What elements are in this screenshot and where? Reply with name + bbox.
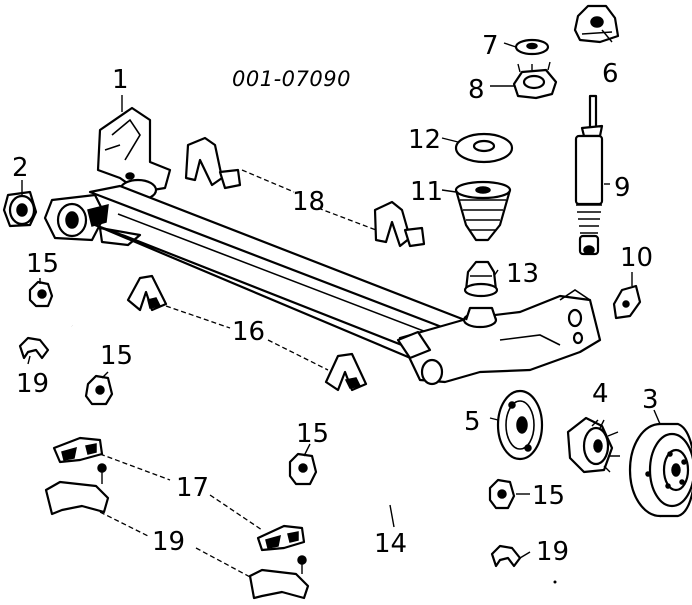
bracket-part-17 — [52, 436, 306, 552]
callout-19-b: 19 — [152, 527, 185, 557]
speck — [553, 580, 557, 584]
bump-stop-part-18 — [184, 136, 426, 248]
callout-4: 4 — [592, 379, 609, 409]
stabilizer-bushing-part-15 — [28, 280, 516, 510]
callout-17: 17 — [176, 473, 209, 503]
bracket-part-10 — [612, 284, 642, 320]
rear-axle-beam — [43, 106, 602, 386]
callout-15-b: 15 — [100, 341, 133, 371]
hub-part-4 — [566, 416, 620, 474]
callout-12: 12 — [408, 125, 441, 155]
callout-7: 7 — [482, 31, 499, 61]
bump-stop-part-13 — [463, 260, 499, 298]
mount-part-8 — [512, 61, 558, 100]
callout-15-d: 15 — [532, 481, 565, 511]
leader-lines — [21, 29, 661, 579]
callout-14: 14 — [374, 529, 407, 559]
bracket-part-16 — [126, 274, 368, 392]
stabilizer-bar-part-14 — [58, 324, 496, 500]
callout-3: 3 — [642, 385, 659, 415]
callout-16: 16 — [232, 317, 265, 347]
callout-15-a: 15 — [26, 249, 59, 279]
callout-2: 2 — [12, 153, 29, 183]
clamp-part-19 — [18, 336, 522, 600]
callout-10: 10 — [620, 243, 653, 273]
callout-5: 5 — [464, 407, 481, 437]
spring-seat-part-12 — [454, 132, 514, 164]
backing-plate-part-5 — [496, 389, 544, 461]
callout-numbers: 1 2 3 4 5 6 7 8 9 10 11 12 13 14 15 15 1… — [12, 31, 659, 567]
bushing-part-2 — [2, 190, 38, 228]
diagram-code: 001-07090 — [232, 67, 351, 91]
callout-6: 6 — [602, 59, 619, 89]
callout-15-c: 15 — [296, 419, 329, 449]
callout-8: 8 — [468, 75, 485, 105]
dust-boot-part-11 — [454, 180, 512, 242]
callout-19-c: 19 — [536, 537, 569, 567]
callout-18: 18 — [292, 187, 325, 217]
brake-drum-part-3 — [628, 422, 692, 518]
shock-absorber-part-9 — [574, 94, 604, 256]
callout-11: 11 — [410, 177, 443, 207]
callout-13: 13 — [506, 259, 539, 289]
callout-1: 1 — [112, 65, 129, 95]
washer-part-7 — [514, 38, 550, 56]
upper-mount-part-6 — [573, 4, 620, 44]
callout-19-a: 19 — [16, 369, 49, 399]
callout-9: 9 — [614, 173, 631, 203]
